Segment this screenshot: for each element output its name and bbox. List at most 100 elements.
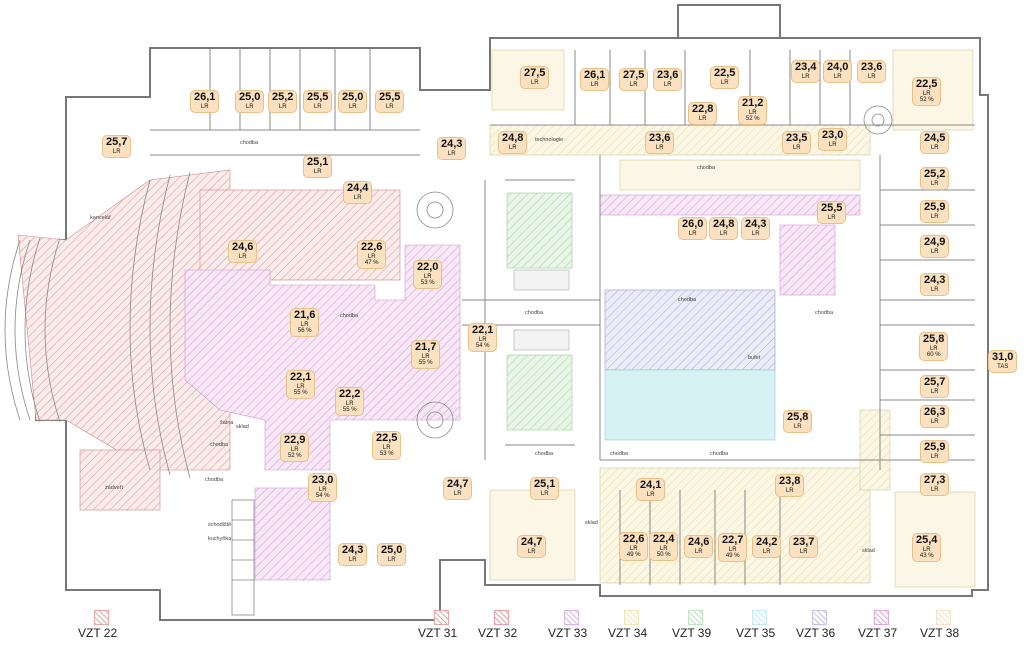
reading-unit: LR bbox=[688, 231, 697, 237]
reading-unit: LR bbox=[929, 346, 938, 352]
reading-value: 24,8 bbox=[713, 218, 735, 230]
reading-value: 24,7 bbox=[447, 478, 469, 490]
reading-unit: LR bbox=[508, 145, 517, 151]
room-label: sklad bbox=[585, 520, 598, 526]
reading-value: 25,2 bbox=[924, 168, 946, 180]
room-label: chodba bbox=[240, 140, 259, 146]
room-label: chodba bbox=[815, 310, 834, 316]
reading-unit: LR bbox=[629, 546, 638, 552]
reading-value: 26,1 bbox=[584, 69, 606, 81]
zone-vzt33 bbox=[184, 194, 861, 581]
reading-value: 25,8 bbox=[787, 411, 809, 423]
room-label: sklad bbox=[862, 548, 875, 554]
legend-swatch bbox=[688, 610, 703, 625]
room-label: chodba bbox=[210, 442, 229, 448]
reading-humidity: 49 % bbox=[626, 552, 641, 558]
legend-swatch bbox=[624, 610, 639, 625]
legend-label: VZT 31 bbox=[418, 626, 458, 640]
reading-unit: LR bbox=[663, 82, 672, 88]
reading-value: 25,9 bbox=[924, 441, 946, 453]
legend-label: VZT 36 bbox=[796, 626, 836, 640]
legend-swatch bbox=[564, 610, 579, 625]
reading-unit: LR bbox=[930, 249, 939, 255]
reading-unit: LR bbox=[313, 169, 322, 175]
reading-humidity: 55 % bbox=[342, 407, 357, 413]
reading-unit: LR bbox=[447, 151, 456, 157]
reading-unit: LR bbox=[930, 214, 939, 220]
reading-value: 25,7 bbox=[924, 376, 946, 388]
auditorium-seating bbox=[4, 171, 191, 479]
legend-swatch bbox=[812, 610, 827, 625]
reading-unit: LR bbox=[930, 287, 939, 293]
reading-humidity: 47 % bbox=[364, 260, 379, 266]
reading-value: 23,6 bbox=[649, 132, 671, 144]
reading-value: 24,2 bbox=[756, 536, 778, 548]
reading-value: 24,6 bbox=[688, 536, 710, 548]
reading-unit: LR bbox=[922, 547, 931, 553]
reading-unit: LR bbox=[720, 80, 729, 86]
reading-unit: LR bbox=[540, 491, 549, 497]
reading-unit: LR bbox=[387, 557, 396, 563]
reading-value: 25,0 bbox=[381, 544, 403, 556]
reading-unit: LR bbox=[278, 104, 287, 110]
reading-unit: LR bbox=[478, 337, 487, 343]
reading-unit: LR bbox=[423, 274, 432, 280]
reading-value: 24,3 bbox=[441, 138, 463, 150]
reading-value: 24,3 bbox=[342, 544, 364, 556]
reading-unit: LR bbox=[300, 322, 309, 328]
reading-value: 27,5 bbox=[524, 67, 546, 79]
legend-label: VZT 33 bbox=[548, 626, 588, 640]
reading-unit: LR bbox=[827, 215, 836, 221]
room-label: kancelář bbox=[90, 215, 111, 221]
reading-value: 21,6 bbox=[294, 309, 316, 321]
reading-humidity: 54 % bbox=[315, 493, 330, 499]
reading-unit: LR bbox=[698, 116, 707, 122]
room-label: chodba bbox=[535, 451, 554, 457]
reading-value: 22,1 bbox=[472, 324, 494, 336]
reading-value: 25,5 bbox=[307, 91, 329, 103]
reading-value: 23,0 bbox=[312, 474, 334, 486]
reading-value: 23,7 bbox=[793, 536, 815, 548]
legend-swatch bbox=[494, 610, 509, 625]
reading-value: 31,0 bbox=[992, 351, 1014, 363]
reading-value: 25,4 bbox=[916, 534, 938, 546]
reading-unit: LR bbox=[290, 447, 299, 453]
reading-value: 26,1 bbox=[194, 91, 216, 103]
reading-unit: LR bbox=[922, 91, 931, 97]
reading-unit: LR bbox=[646, 492, 655, 498]
reading-value: 26,3 bbox=[924, 406, 946, 418]
reading-humidity: 52 % bbox=[287, 453, 302, 459]
